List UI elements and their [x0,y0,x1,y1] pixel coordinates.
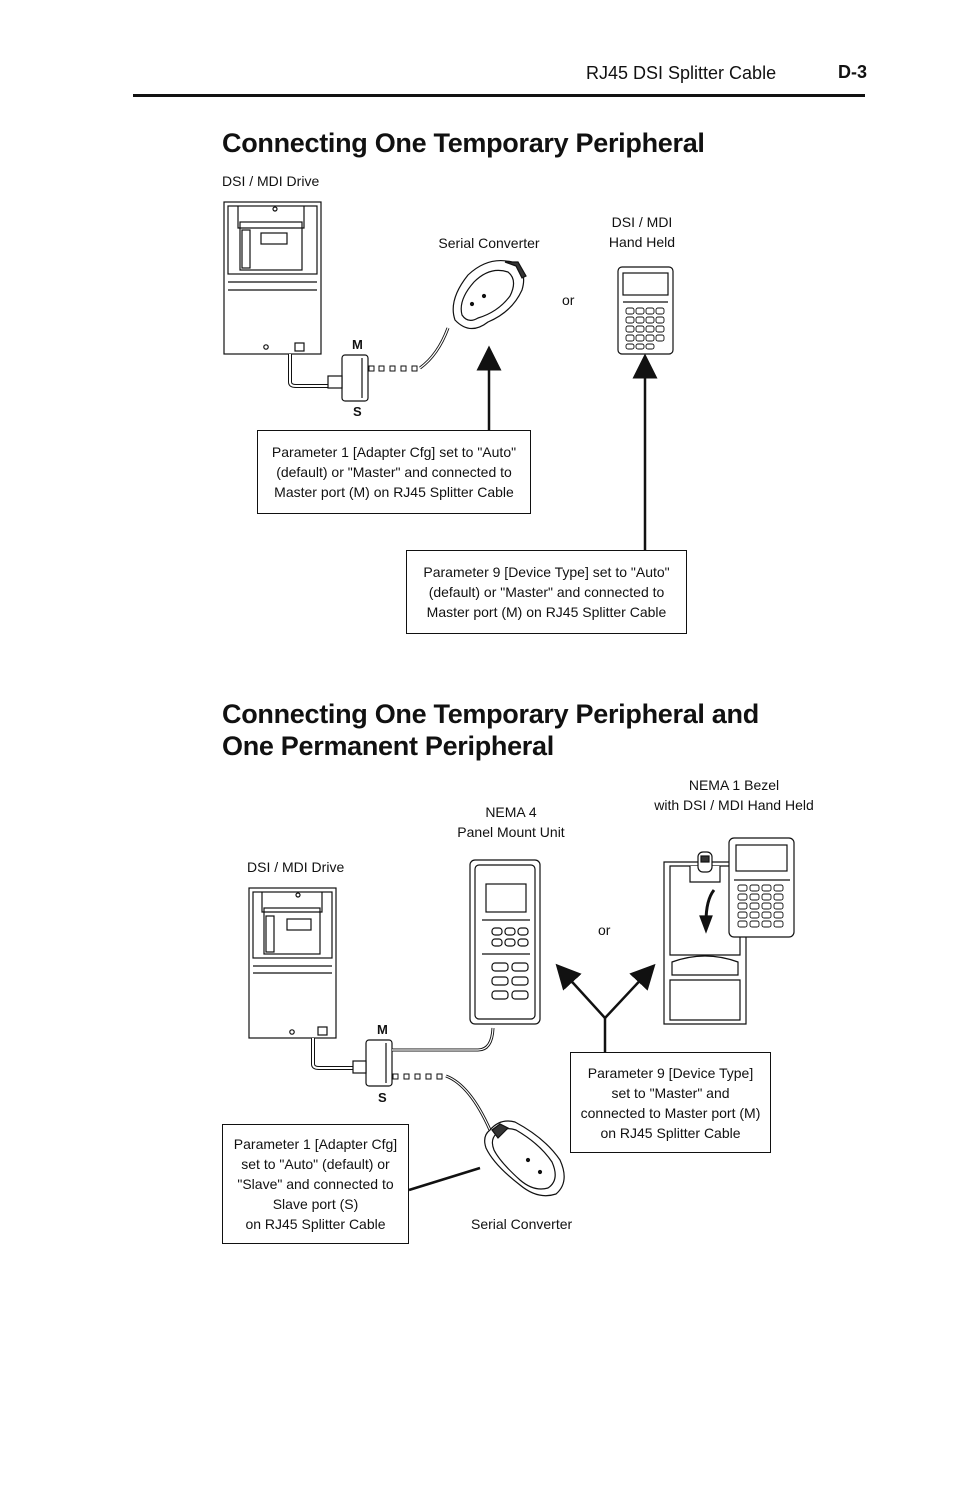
note-line: Master port (M) on RJ45 Splitter Cable [426,604,667,620]
note-line: on RJ45 Splitter Cable [600,1124,741,1141]
note-line: connected to Master port (M) [580,1104,761,1121]
section2-heading-line1: Connecting One Temporary Peripheral and [222,699,759,729]
s2-nema4-cable [392,1027,495,1052]
s2-bezel-label-line2: with DSI / MDI Hand Held [654,797,814,813]
s2-splitter-illustration [352,1039,393,1087]
s2-arrow-to-bezel [604,963,656,1019]
s2-arrow-to-nema4 [555,963,606,1019]
s1-handheld-illustration [617,266,674,355]
note-line: Parameter 9 [Device Type] [587,1064,754,1081]
s2-nema4-panel-illustration [469,859,541,1025]
s1-serial-converter-illustration [452,259,527,330]
note-line: Parameter 9 [Device Type] set to "Auto" [423,564,670,580]
s2-nema4-label-line1: NEMA 4 [485,804,537,820]
note-line: Slave port (S) [272,1196,359,1212]
note-line: set to "Master" and [611,1084,730,1101]
s2-or-label: or [598,922,611,938]
s1-converter-label: Serial Converter [438,235,540,251]
s2-drive-cable [311,1038,358,1070]
s1-drive-illustration [223,201,322,355]
s2-bezel-label-line1: NEMA 1 Bezel [688,777,780,793]
note-line: "Slave" and connected to [237,1176,394,1192]
s2-port-m-label: M [377,1022,388,1037]
section1-heading: Connecting One Temporary Peripheral [222,128,705,158]
note-line: (default) or "Master" and connected to [428,584,665,600]
s2-nema4-label-line2: Panel Mount Unit [457,824,565,840]
s1-port-s-label: S [353,404,362,419]
header-rule [133,94,865,97]
note-line: Parameter 1 [Adapter Cfg] [233,1136,398,1152]
s2-port-s-label: S [378,1090,387,1105]
s2-drive-illustration [248,887,337,1039]
s2-serial-converter-illustration [484,1120,565,1197]
s1-drive-cable [288,354,332,388]
s2-adapter-cfg-note: Parameter 1 [Adapter Cfg] set to "Auto" … [222,1124,409,1244]
s1-port-m-label: M [352,337,363,352]
s2-nema1-bezel-illustration [663,851,747,1025]
running-header-title: RJ45 DSI Splitter Cable [586,63,777,83]
s1-or-label: or [562,292,575,308]
s2-converter-label: Serial Converter [471,1216,573,1232]
s2-bezel-handheld-illustration [728,837,795,938]
s1-handheld-label-line1: DSI / MDI [611,214,673,230]
s1-drive-label: DSI / MDI Drive [222,173,320,189]
s1-dotted-link [368,365,418,372]
note-line: (default) or "Master" and connected to [276,464,512,480]
note-line: set to "Auto" (default) or [241,1156,390,1172]
s1-drive-cable-inner [289,354,332,387]
section2-heading-line2: One Permanent Peripheral [222,731,554,761]
page-number: D-3 [838,62,868,82]
s1-handheld-label-line2: Hand Held [608,234,676,250]
s1-device-type-note: Parameter 9 [Device Type] set to "Auto" … [406,550,687,634]
s2-adapter-note-connector [408,1166,481,1192]
s2-drive-label: DSI / MDI Drive [247,859,345,875]
s1-splitter-illustration [327,354,369,402]
note-line: Master port (M) on RJ45 Splitter Cable [274,484,514,500]
s1-converter-cable [419,327,450,370]
s2-dotted-link [392,1073,443,1080]
s1-adapter-cfg-note: Parameter 1 [Adapter Cfg] set to "Auto" … [257,430,531,514]
s2-converter-cable [445,1074,492,1131]
note-line: Parameter 1 [Adapter Cfg] set to "Auto" [271,444,517,460]
note-line: on RJ45 Splitter Cable [245,1216,386,1232]
s2-device-type-note: Parameter 9 [Device Type] set to "Master… [570,1052,771,1153]
